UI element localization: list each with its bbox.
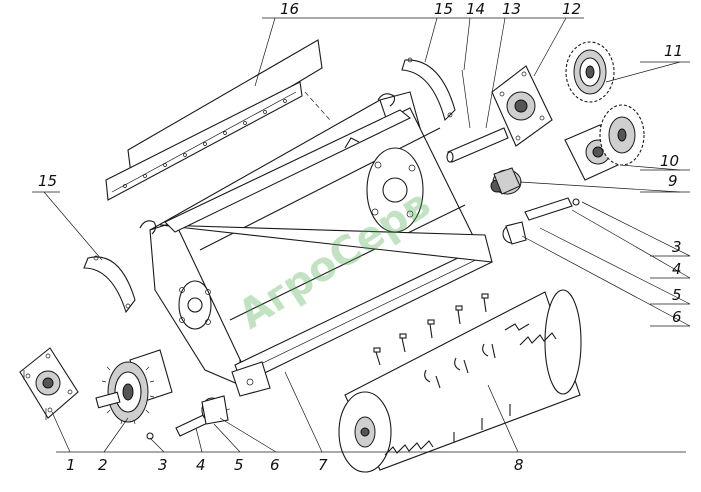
- part-1-bearing-flange: [19, 347, 79, 420]
- part-15-side-shield-right: [401, 57, 456, 122]
- part-15-side-shield-left: [83, 255, 136, 314]
- callout-15-left: 15: [38, 172, 57, 190]
- part-12-bearing-flange: [491, 65, 553, 147]
- callout-9: 9: [668, 172, 678, 190]
- parts-3-6-left-fasteners: [146, 395, 233, 440]
- callout-13: 13: [502, 0, 521, 18]
- callout-8: 8: [514, 456, 524, 474]
- callout-4-right: 4: [672, 260, 682, 278]
- callout-7: 7: [318, 456, 328, 474]
- callout-6: 6: [270, 456, 280, 474]
- callout-6-right: 6: [672, 308, 682, 326]
- callout-15-top: 15: [434, 0, 453, 18]
- callout-3-right: 3: [672, 238, 682, 256]
- parts-3-6-right-fasteners: [502, 197, 580, 245]
- part-7-main-frame: [139, 91, 493, 397]
- callout-labels: 1 2 3 4 5 6 7 8 9 10 11 12 13 14 15 16 3…: [38, 0, 683, 474]
- callout-14: 14: [466, 0, 485, 18]
- callout-10: 10: [660, 152, 679, 170]
- part-10-sprocket-flange: [564, 104, 645, 181]
- part-11-sprocket: [565, 41, 615, 103]
- leader-lines: [32, 17, 691, 453]
- callout-11: 11: [664, 42, 683, 60]
- parts-13-14-shafts: [446, 69, 509, 163]
- callout-5: 5: [234, 456, 244, 474]
- part-2-drive-sprocket-hub: [95, 349, 173, 425]
- callout-3: 3: [158, 456, 168, 474]
- part-9-bearing-bushing: [490, 167, 522, 195]
- callout-16: 16: [280, 0, 299, 18]
- callout-4: 4: [196, 456, 206, 474]
- callout-12: 12: [562, 0, 581, 18]
- callout-1: 1: [66, 456, 76, 474]
- part-16-cover-plate: [105, 39, 331, 201]
- callout-2: 2: [98, 456, 108, 474]
- callout-5-right: 5: [672, 286, 682, 304]
